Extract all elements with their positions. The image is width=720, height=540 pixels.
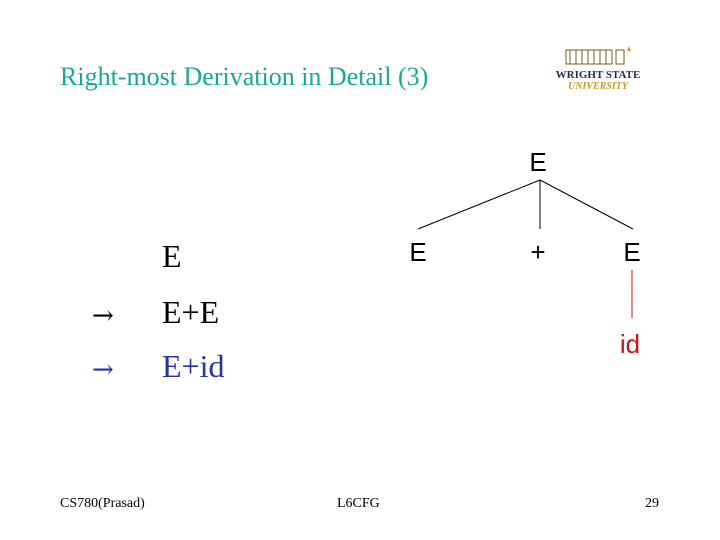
footer-author: CS780(Prasad)	[60, 496, 145, 511]
logo-text-line2: UNIVERSITY	[568, 81, 629, 92]
tree-node-right: E	[623, 237, 641, 267]
derivation-line-1: E	[162, 238, 182, 274]
edge-root-left	[417, 179, 541, 230]
wright-state-logo: WRIGHT STATE UNIVERSITY	[556, 46, 641, 92]
logo-text-line1: WRIGHT STATE	[556, 69, 641, 81]
derivation-arrow-2: →	[92, 355, 114, 385]
edge-root-right	[539, 179, 634, 230]
tree-node-root: E	[529, 147, 547, 177]
footer-page-number: 29	[645, 496, 659, 511]
tree-node-leaf-id: id	[619, 329, 641, 359]
tree-node-left: E	[409, 237, 427, 267]
derivation-line-2: E+E	[162, 294, 220, 330]
footer-course: L6CFG	[337, 496, 380, 511]
slide-title: Right-most Derivation in Detail (3)	[60, 62, 429, 91]
tree-node-op: +	[530, 237, 546, 267]
derivation-line-3: E+id	[162, 348, 225, 384]
derivation-arrow-1: →	[92, 301, 114, 331]
